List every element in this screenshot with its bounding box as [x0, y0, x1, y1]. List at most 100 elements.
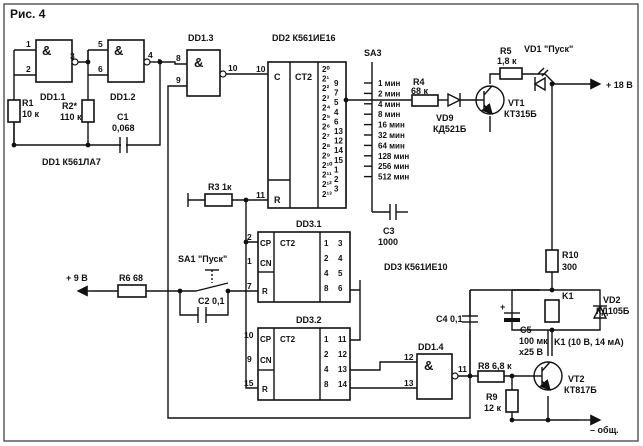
pin-label: 12 [334, 137, 343, 146]
pin-label: 6 [338, 284, 343, 293]
part-ref: VD2 [603, 295, 621, 305]
part-ref: R6 68 [119, 273, 143, 283]
switch-position: 512 мин [378, 173, 409, 182]
pin-label: 11 [338, 335, 347, 344]
gate-label: DD1.4 [418, 342, 444, 352]
switch-position: 32 мин [378, 131, 405, 140]
switch-position: 128 мин [378, 152, 409, 161]
supply-label: + 9 В [66, 273, 88, 283]
dd3-type-label: DD3 К561ИЕ10 [384, 262, 448, 272]
weight-label: 2⁶ [322, 123, 330, 132]
relay-k1: K1 [544, 291, 574, 323]
part-value: 1000 [378, 237, 398, 247]
gate-dd1-2: & 5 6 4 DD1.2 [98, 39, 153, 102]
and-symbol: & [42, 43, 51, 58]
weight-label: 2 [324, 254, 329, 263]
chip-label: DD3.2 [296, 315, 322, 325]
part-ref: R5 [500, 46, 512, 56]
pin-label: 9 [176, 75, 181, 85]
weight-label: 2¹⁰ [322, 161, 333, 170]
supply-label: + 18 В [606, 80, 633, 90]
supply-plus9: + 9 В [66, 273, 92, 297]
pin-label: 3 [334, 185, 339, 194]
weight-label: 2¹² [322, 180, 332, 189]
weight-label: 2⁴ [322, 103, 330, 112]
switch-position: 64 мин [378, 141, 405, 150]
weight-label: 2¹³ [322, 190, 332, 199]
weight-label: 2¹ [322, 75, 329, 84]
pin-c: C [274, 72, 281, 82]
counter-dd2: DD2 К561ИЕ16 C CT2 R 10 11 2⁰2¹2²2³2⁴2⁵2… [256, 33, 347, 209]
part-value: КТ315Б [504, 109, 537, 119]
gate-label: DD1.1 [40, 92, 66, 102]
and-symbol: & [114, 43, 123, 58]
part-value: 110 к [60, 112, 82, 122]
part-value: 1,8 к [497, 56, 517, 66]
pin-label: 14 [338, 380, 347, 389]
pin-label: 10 [244, 330, 254, 340]
switch-sa1: SA1 "Пуск" [178, 254, 229, 292]
gate-dd1-1: & 1 2 3 DD1.1 [26, 39, 79, 102]
part-ref: C1 [117, 112, 129, 122]
pin-label: 5 [98, 39, 103, 49]
part-value: КТ817Б [564, 385, 597, 395]
pin-label: 5 [334, 98, 339, 107]
part-value: 10 к [22, 109, 40, 119]
pin-label: 1 [247, 256, 252, 266]
pin-label: 9 [247, 354, 252, 364]
diode-vd1: VD1 "Пуск" [524, 44, 573, 92]
switch-position: 256 мин [378, 162, 409, 171]
part-value: 0,068 [112, 123, 135, 133]
capacitor-c5: + C5 100 мк х25 В [500, 302, 548, 357]
weight-label: 4 [324, 365, 329, 374]
pin-label: 2 [26, 64, 31, 74]
pin-label: 13 [338, 365, 347, 374]
ct-label: CT2 [280, 335, 296, 344]
chip-label: DD2 К561ИЕ16 [272, 33, 336, 43]
pin-label: 13 [334, 127, 343, 136]
pin-cn: CN [260, 356, 272, 365]
part-ref: R3 1к [208, 182, 232, 192]
transistor-vt2: VT2 КТ817Б [530, 361, 597, 395]
resistor-r9: R9 12 к [484, 389, 519, 413]
part-voltage: х25 В [519, 347, 544, 357]
part-ref: C3 [383, 226, 395, 236]
dd1-type-label: DD1 К561ЛА7 [42, 157, 101, 167]
pin-label: 10 [256, 64, 266, 74]
pin-label: 3 [338, 239, 343, 248]
supply-ground: – общ. [590, 414, 619, 435]
pin-label: 11 [458, 364, 467, 374]
ct-label: CT2 [295, 72, 312, 82]
polarity-plus: + [500, 302, 505, 312]
pin-label: 1 [334, 165, 339, 174]
gate-dd1-3: DD1.3 & 8 9 10 [176, 33, 238, 97]
pin-label: 5 [338, 269, 343, 278]
part-ref: VD9 [436, 113, 454, 123]
capacitor-c4: C4 0,1 [436, 314, 478, 324]
weight-label: 2³ [322, 94, 329, 103]
part-ref: K1 [562, 291, 574, 301]
weight-label: 2² [322, 84, 329, 93]
ct-label: CT2 [280, 239, 296, 248]
diagram-frame [3, 3, 639, 442]
part-value: 12 к [484, 403, 502, 413]
pin-label: 2 [247, 232, 252, 242]
pin-label: 13 [404, 378, 414, 388]
weight-label: 4 [324, 269, 329, 278]
weight-label: 2⁸ [322, 142, 330, 151]
resistor-r10: R10 300 [545, 249, 579, 273]
weight-label: 2⁰ [322, 65, 330, 74]
part-value: 300 [562, 262, 577, 272]
part-ref: R9 [486, 392, 498, 402]
and-symbol: & [424, 358, 433, 373]
pin-label: 14 [334, 146, 343, 155]
switch-position: 4 мин [378, 100, 401, 109]
pin-label: 15 [334, 156, 343, 165]
